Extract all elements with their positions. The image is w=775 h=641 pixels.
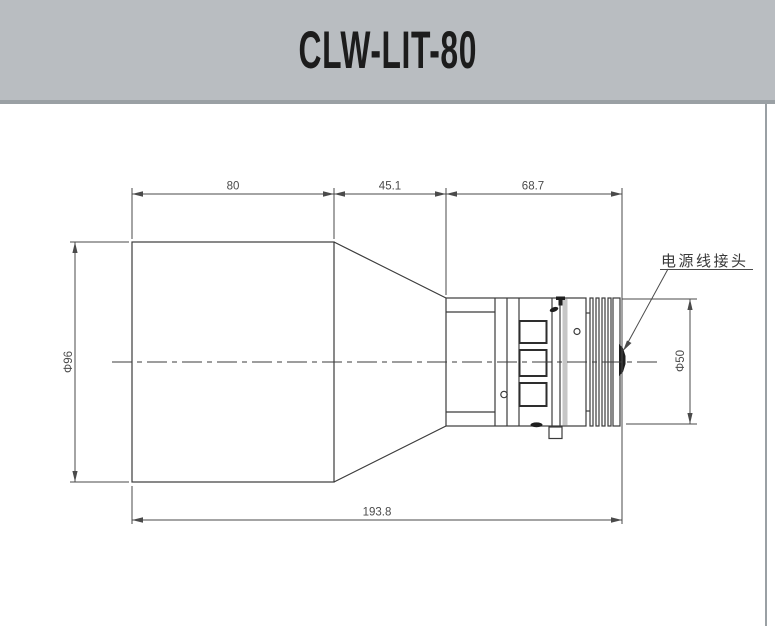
dim-front-diameter: Φ96 (63, 351, 75, 373)
dim-rear-diameter: Φ50 (675, 350, 687, 372)
connector-block (518, 382, 548, 407)
dimension-overall-length: 193.8 (132, 507, 622, 523)
dimension-extension-lines (70, 188, 697, 524)
page-title: CLW-LIT-80 (298, 20, 477, 80)
dim-rear-length: 68.7 (522, 181, 544, 193)
dim-front-length: 80 (227, 181, 240, 193)
housing-ring-shade (562, 298, 568, 426)
top-fastener (556, 296, 565, 300)
power-connector-callout: 电源线接头 (623, 253, 753, 351)
screw-head (500, 390, 508, 399)
header-divider (0, 100, 775, 104)
connector-block (518, 349, 548, 377)
rear-housing (445, 296, 590, 440)
top-fastener (558, 300, 563, 306)
dimension-top-chain: 80 45.1 68.7 (132, 181, 622, 197)
dimension-front-diameter: Φ96 (63, 242, 78, 482)
screw-head (573, 327, 581, 336)
title-bar: CLW-LIT-80 (0, 0, 775, 100)
connector-block (518, 320, 548, 344)
bottom-screw-side (530, 422, 543, 428)
top-screw-side (549, 306, 559, 313)
bottom-tab (548, 426, 563, 440)
dim-taper-length: 45.1 (379, 181, 401, 193)
dimension-rear-diameter: Φ50 (675, 299, 693, 424)
power-connector-label: 电源线接头 (661, 253, 749, 270)
taper-section (333, 241, 447, 483)
dim-overall-length: 193.8 (363, 507, 392, 519)
